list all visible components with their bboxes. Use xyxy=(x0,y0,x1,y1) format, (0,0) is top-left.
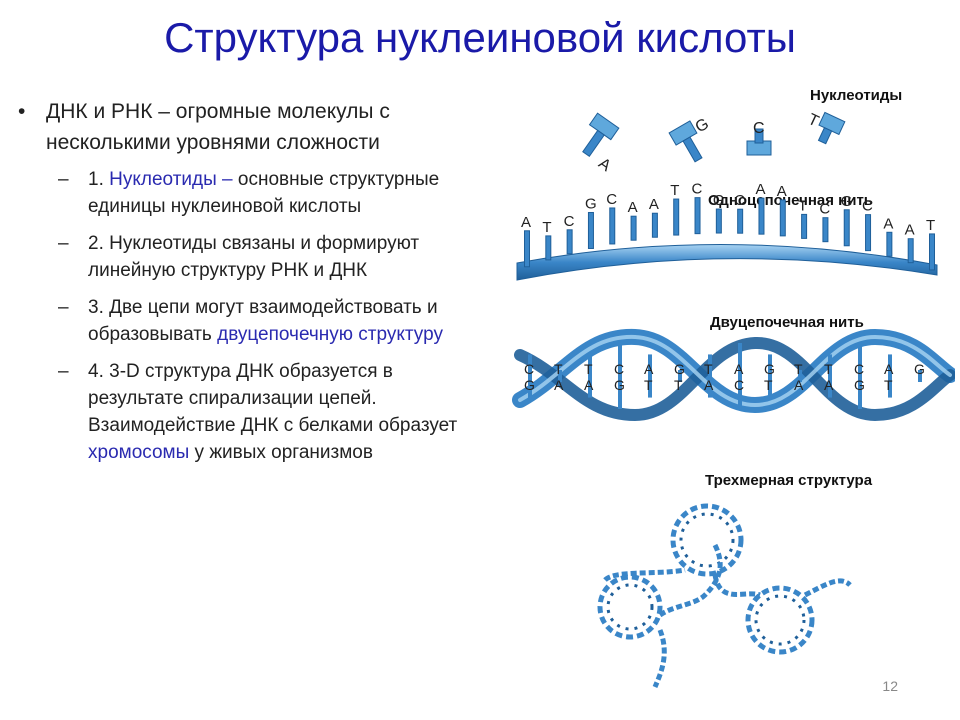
double-strand-letter: A xyxy=(704,377,714,393)
single-strand-stick xyxy=(758,197,765,235)
double-strand-letter: A xyxy=(884,361,894,377)
single-strand-stick xyxy=(737,208,744,234)
double-strand-letter: A xyxy=(644,361,654,377)
dna-figure: Нуклеотиды Одноцепочечная нить Двуцепоче… xyxy=(505,75,955,695)
single-strand-stick xyxy=(865,214,872,252)
sub4-highlight: хромосомы xyxy=(88,442,190,463)
single-strand-stick xyxy=(673,198,680,236)
double-strand-letter: T xyxy=(584,361,593,377)
nucleotide-letter-3: T xyxy=(805,111,821,131)
single-strand-letter: G xyxy=(841,193,853,210)
double-strand-letter: C xyxy=(854,361,864,377)
single-strand-stick xyxy=(566,229,573,255)
double-strand-letter: C xyxy=(734,377,744,393)
double-strand-letter: G xyxy=(524,377,535,393)
single-strand-stick xyxy=(651,212,658,238)
single-strand-letter: A xyxy=(521,214,531,231)
double-strand-letter: G xyxy=(614,377,625,393)
double-strand-letter: T xyxy=(644,377,653,393)
double-strand-letter: T xyxy=(824,361,833,377)
double-strand-letter: G xyxy=(914,361,925,377)
sub-bullet-4: – 4. 3-D структура ДНК образуется в резу… xyxy=(58,361,458,463)
single-strand-letter: A xyxy=(905,222,915,239)
single-strand-letter: G xyxy=(713,192,725,209)
double-strand-letter: G xyxy=(854,377,865,393)
double-strand-letter: A xyxy=(824,377,834,393)
bullet-list: ДНК и РНК – огромные молекулы с нескольк… xyxy=(18,96,488,476)
single-strand-stick xyxy=(694,197,701,235)
single-strand-letter: T xyxy=(926,217,935,234)
single-strand-stick xyxy=(843,209,850,247)
double-strand-letter: T xyxy=(674,377,683,393)
single-strand-stick xyxy=(801,213,808,239)
double-strand-letter: T xyxy=(704,361,713,377)
single-strand-letter: C xyxy=(606,191,617,208)
sub4-text: 4. 3-D структура ДНК образуется в резуль… xyxy=(88,361,458,436)
sub4-tail: у живых организмов xyxy=(194,442,373,463)
single-strand-stick xyxy=(822,217,829,243)
single-strand-stick xyxy=(886,231,893,257)
single-strand-stick xyxy=(907,238,914,264)
single-strand-stick xyxy=(609,207,616,245)
double-strand-letter: G xyxy=(764,361,775,377)
double-strand-letter: A xyxy=(554,377,564,393)
single-strand-letter: T xyxy=(798,197,807,214)
single-strand-letter: C xyxy=(819,201,830,218)
single-strand-letter: A xyxy=(883,215,893,232)
label-3d-structure: Трехмерная структура xyxy=(705,472,873,489)
slide-title: Структура нуклеиновой кислоты xyxy=(164,14,796,61)
double-strand-letter: A xyxy=(734,361,744,377)
label-double-strand: Двуцепочечная нить xyxy=(710,314,864,331)
sub2-text: 2. Нуклеотиды связаны и формируют линейн… xyxy=(88,233,420,281)
single-strand-letter: C xyxy=(734,192,745,209)
single-strand-stick xyxy=(779,199,786,237)
free-nucleotides: A G C T xyxy=(582,111,846,175)
nucleotide-letter-2: C xyxy=(753,120,765,137)
single-strand-letter: G xyxy=(585,195,597,212)
sub-bullet-2: – 2. Нуклеотиды связаны и формируют лине… xyxy=(58,233,420,281)
double-strand-letter: C xyxy=(524,361,534,377)
label-nucleotides: Нуклеотиды xyxy=(810,87,903,104)
single-strand-letter: T xyxy=(542,219,551,236)
single-strand-stick xyxy=(929,233,935,271)
page-number: 12 xyxy=(882,678,898,694)
label-single-strand: Одноцепочечная нить xyxy=(708,192,874,209)
single-strand-letter: C xyxy=(692,181,703,198)
nucleotide-letter-0: A xyxy=(595,155,614,175)
single-strand-stick xyxy=(545,235,552,261)
double-strand-letter: A xyxy=(794,377,804,393)
double-strand-letter: T xyxy=(554,361,563,377)
double-strand-letter: T xyxy=(884,377,893,393)
double-strand-letter: T xyxy=(764,377,773,393)
single-strand-stick xyxy=(587,211,594,249)
sub3-text: 3. Две цепи могут взаимодействовать и об… xyxy=(88,297,438,345)
double-strand-letter: C xyxy=(614,361,624,377)
single-strand-stick xyxy=(630,215,637,241)
single-strand-letter: C xyxy=(564,213,575,230)
double-strand-letter: G xyxy=(674,361,685,377)
double-strand-letter: A xyxy=(584,377,594,393)
single-strand-letter: T xyxy=(670,182,679,199)
single-strand-stick xyxy=(715,208,722,234)
sub1-text: основные структурные единицы нуклеиновой… xyxy=(88,169,440,217)
sub-bullet-1: – 1. Нуклеотиды – основные структурные е… xyxy=(58,169,440,217)
sub3-highlight: двуцепочечную структуру xyxy=(217,324,443,345)
sub1-highlight: Нуклеотиды – xyxy=(109,169,233,190)
single-strand-letter: A xyxy=(649,196,659,213)
double-strand-letter: T xyxy=(794,361,803,377)
bullet-main: ДНК и РНК – огромные молекулы с нескольк… xyxy=(18,96,488,158)
sub-bullet-3: – 3. Две цепи могут взаимодействовать и … xyxy=(58,297,443,345)
single-strand-stick xyxy=(524,230,530,268)
single-strand-letter: C xyxy=(862,198,873,215)
single-strand-letter: A xyxy=(777,183,787,200)
single-strand-letter: A xyxy=(755,181,765,198)
single-strand-letter: A xyxy=(628,199,638,216)
sub1-number: 1. xyxy=(88,169,104,190)
three-d-structure xyxy=(597,503,852,688)
